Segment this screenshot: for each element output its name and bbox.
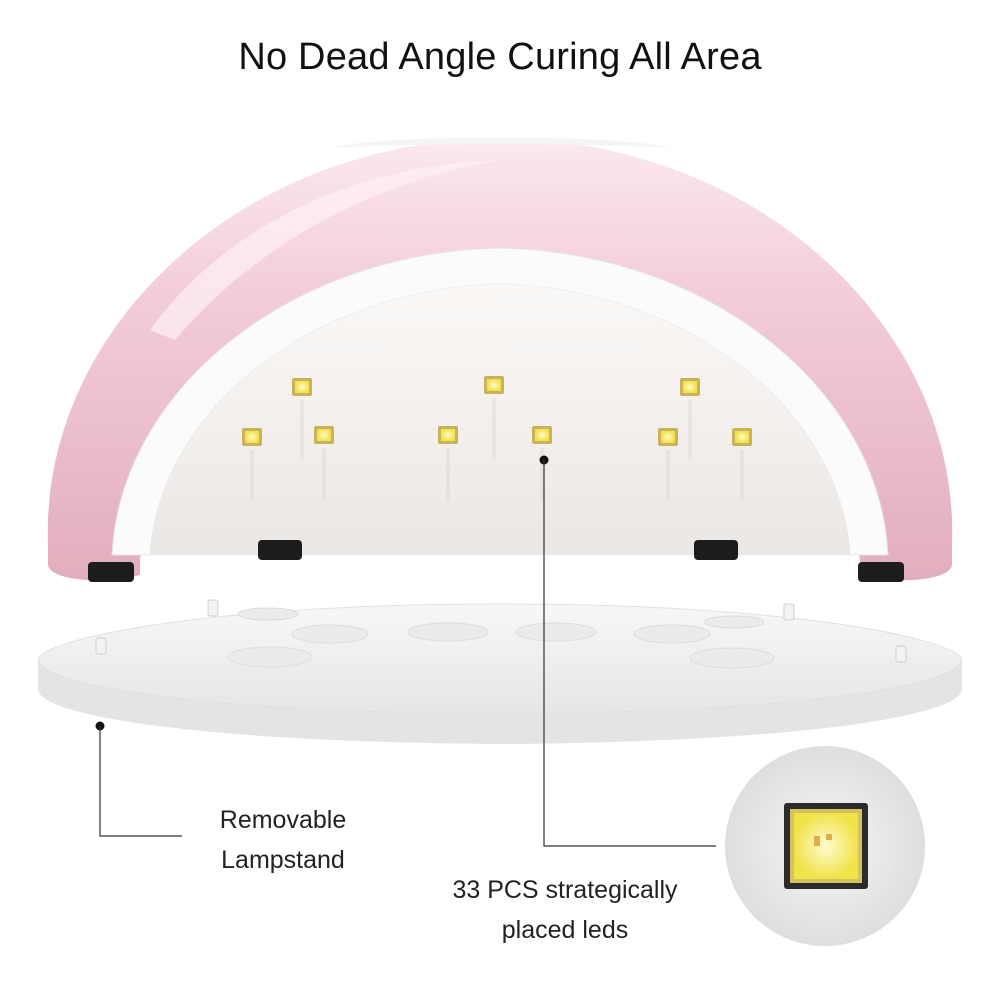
led-chip-icon — [532, 426, 552, 444]
lampstand-leader-line — [95, 721, 182, 837]
callout-stand-line2: Lampstand — [221, 846, 345, 874]
page-title: No Dead Angle Curing All Area — [238, 36, 762, 78]
callout-leds: 33 PCS strategically placed leds — [410, 870, 720, 950]
lamp-feet — [88, 540, 904, 582]
led-chip-icon — [242, 428, 262, 446]
led-chip-icon — [314, 426, 334, 444]
led-zoom-icon — [725, 746, 925, 946]
led-array — [242, 376, 752, 446]
callout-removable-lampstand: Removable Lampstand — [188, 800, 378, 880]
led-chip-icon — [292, 378, 312, 396]
led-chip-icon — [732, 428, 752, 446]
lampstand-base — [37, 599, 963, 744]
lamp-inner-cavity — [150, 284, 850, 555]
callout-stand-line1: Removable — [219, 806, 347, 834]
led-leader-line — [539, 455, 716, 847]
led-chip-icon — [438, 426, 458, 444]
callout-leds-line1: 33 PCS strategically — [452, 876, 678, 904]
led-chip-icon — [658, 428, 678, 446]
callout-leds-line2: placed leds — [501, 916, 629, 944]
led-chip-icon — [680, 378, 700, 396]
led-chip-icon — [484, 376, 504, 394]
